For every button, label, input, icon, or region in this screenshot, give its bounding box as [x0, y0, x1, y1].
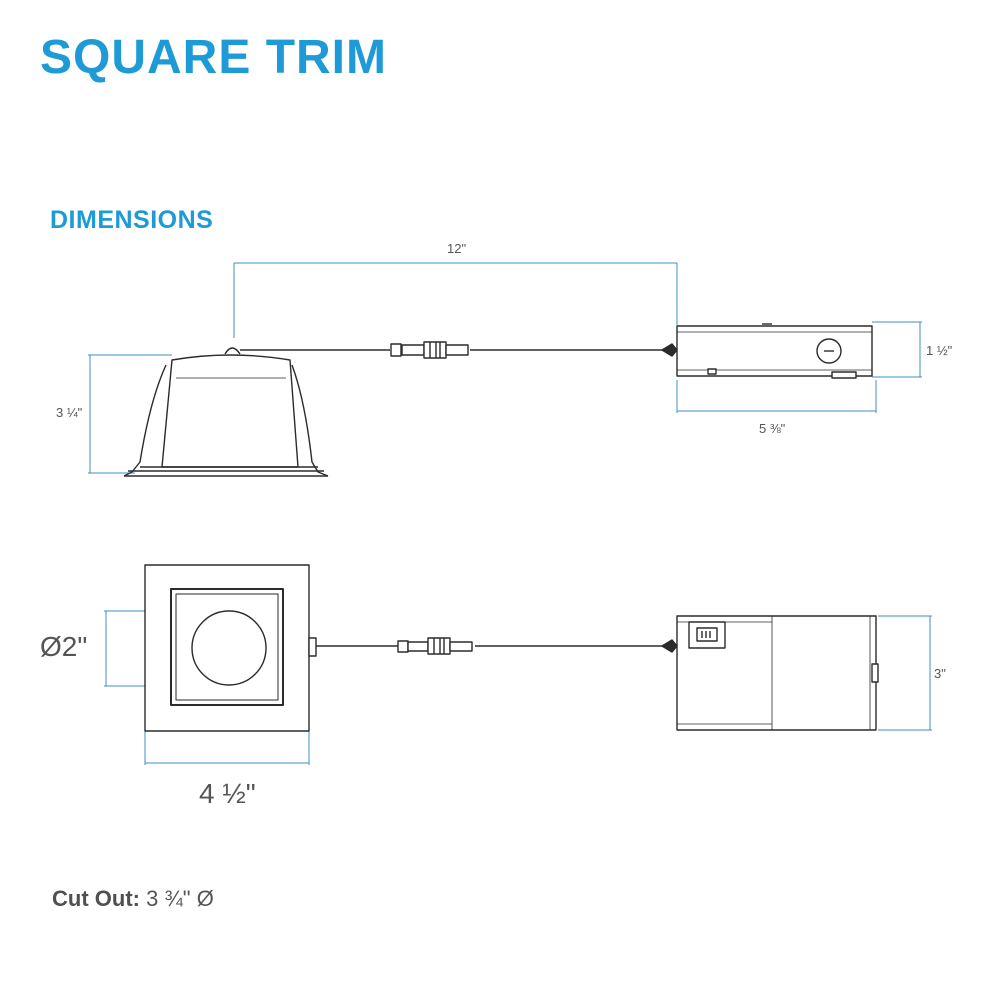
cut-out-label: Cut Out: [52, 886, 140, 911]
dimension-label-driver-length: 5 ⅜" [759, 421, 786, 436]
dimension-line-trim-width [144, 731, 310, 765]
dimension-line-fixture-height [88, 354, 172, 474]
dimension-label-cable-length: 12" [447, 241, 467, 256]
top-view [104, 564, 932, 765]
page-title: SQUARE TRIM [40, 31, 387, 84]
dimension-line-cable-length [233, 262, 678, 338]
cut-out-note: Cut Out: 3 ¾" Ø [52, 888, 214, 910]
driver-box-top [676, 615, 879, 731]
cable-top [316, 637, 678, 655]
square-trim-front [144, 564, 317, 732]
cut-out-value: 3 ¾" Ø [146, 886, 214, 911]
dimension-line-driver-length [676, 380, 877, 413]
dimension-line-driver-height [872, 321, 922, 378]
dimension-label-aperture: Ø2" [40, 631, 88, 662]
dimension-label-driver-height: 1 ½" [926, 343, 953, 358]
dimension-label-driver-width: 3" [934, 666, 946, 681]
cable-side [240, 341, 678, 359]
side-view [88, 262, 922, 477]
dimension-label-trim-width: 4 ½" [199, 778, 256, 809]
section-heading-dimensions: DIMENSIONS [50, 206, 214, 234]
driver-box-side [676, 323, 873, 379]
fixture-side [123, 347, 329, 477]
dimension-label-fixture-height: 3 ¼" [56, 405, 83, 420]
dimension-line-driver-width [878, 615, 932, 731]
